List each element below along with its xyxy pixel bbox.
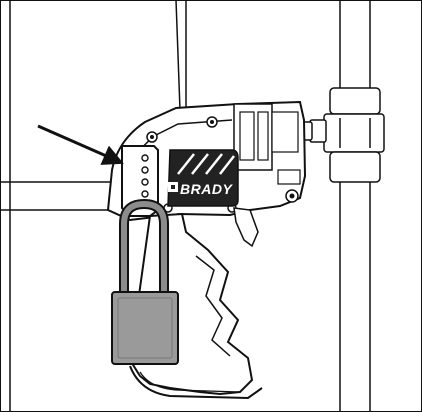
screw-upper-left-center — [150, 135, 154, 139]
screw-lower-right-dot — [289, 193, 295, 199]
brand-panel-stripes — [177, 153, 235, 175]
padlock-body-inner — [117, 297, 173, 359]
brady-logo-icon — [168, 182, 178, 192]
handle-sweep — [129, 365, 263, 400]
clamp-jaw-left — [239, 111, 255, 161]
clamp-grip — [271, 111, 299, 153]
brand-label: BRADY — [180, 181, 233, 197]
padlock-body — [111, 291, 179, 365]
handle-sweep-inner — [139, 371, 241, 393]
turn-knob — [233, 207, 259, 248]
ball-valve — [295, 87, 385, 183]
cable-line-1 — [175, 0, 181, 111]
padlock — [111, 198, 179, 365]
screw-upper-center-dot — [210, 120, 214, 124]
padlock-shackle — [121, 200, 167, 296]
arrow-icon — [37, 124, 124, 165]
hasp-holes — [141, 154, 149, 198]
background-structure — [0, 0, 371, 412]
handle-grip-contour — [195, 255, 231, 357]
clamp-jaw-right — [257, 111, 269, 161]
clamp-latch — [277, 169, 301, 185]
